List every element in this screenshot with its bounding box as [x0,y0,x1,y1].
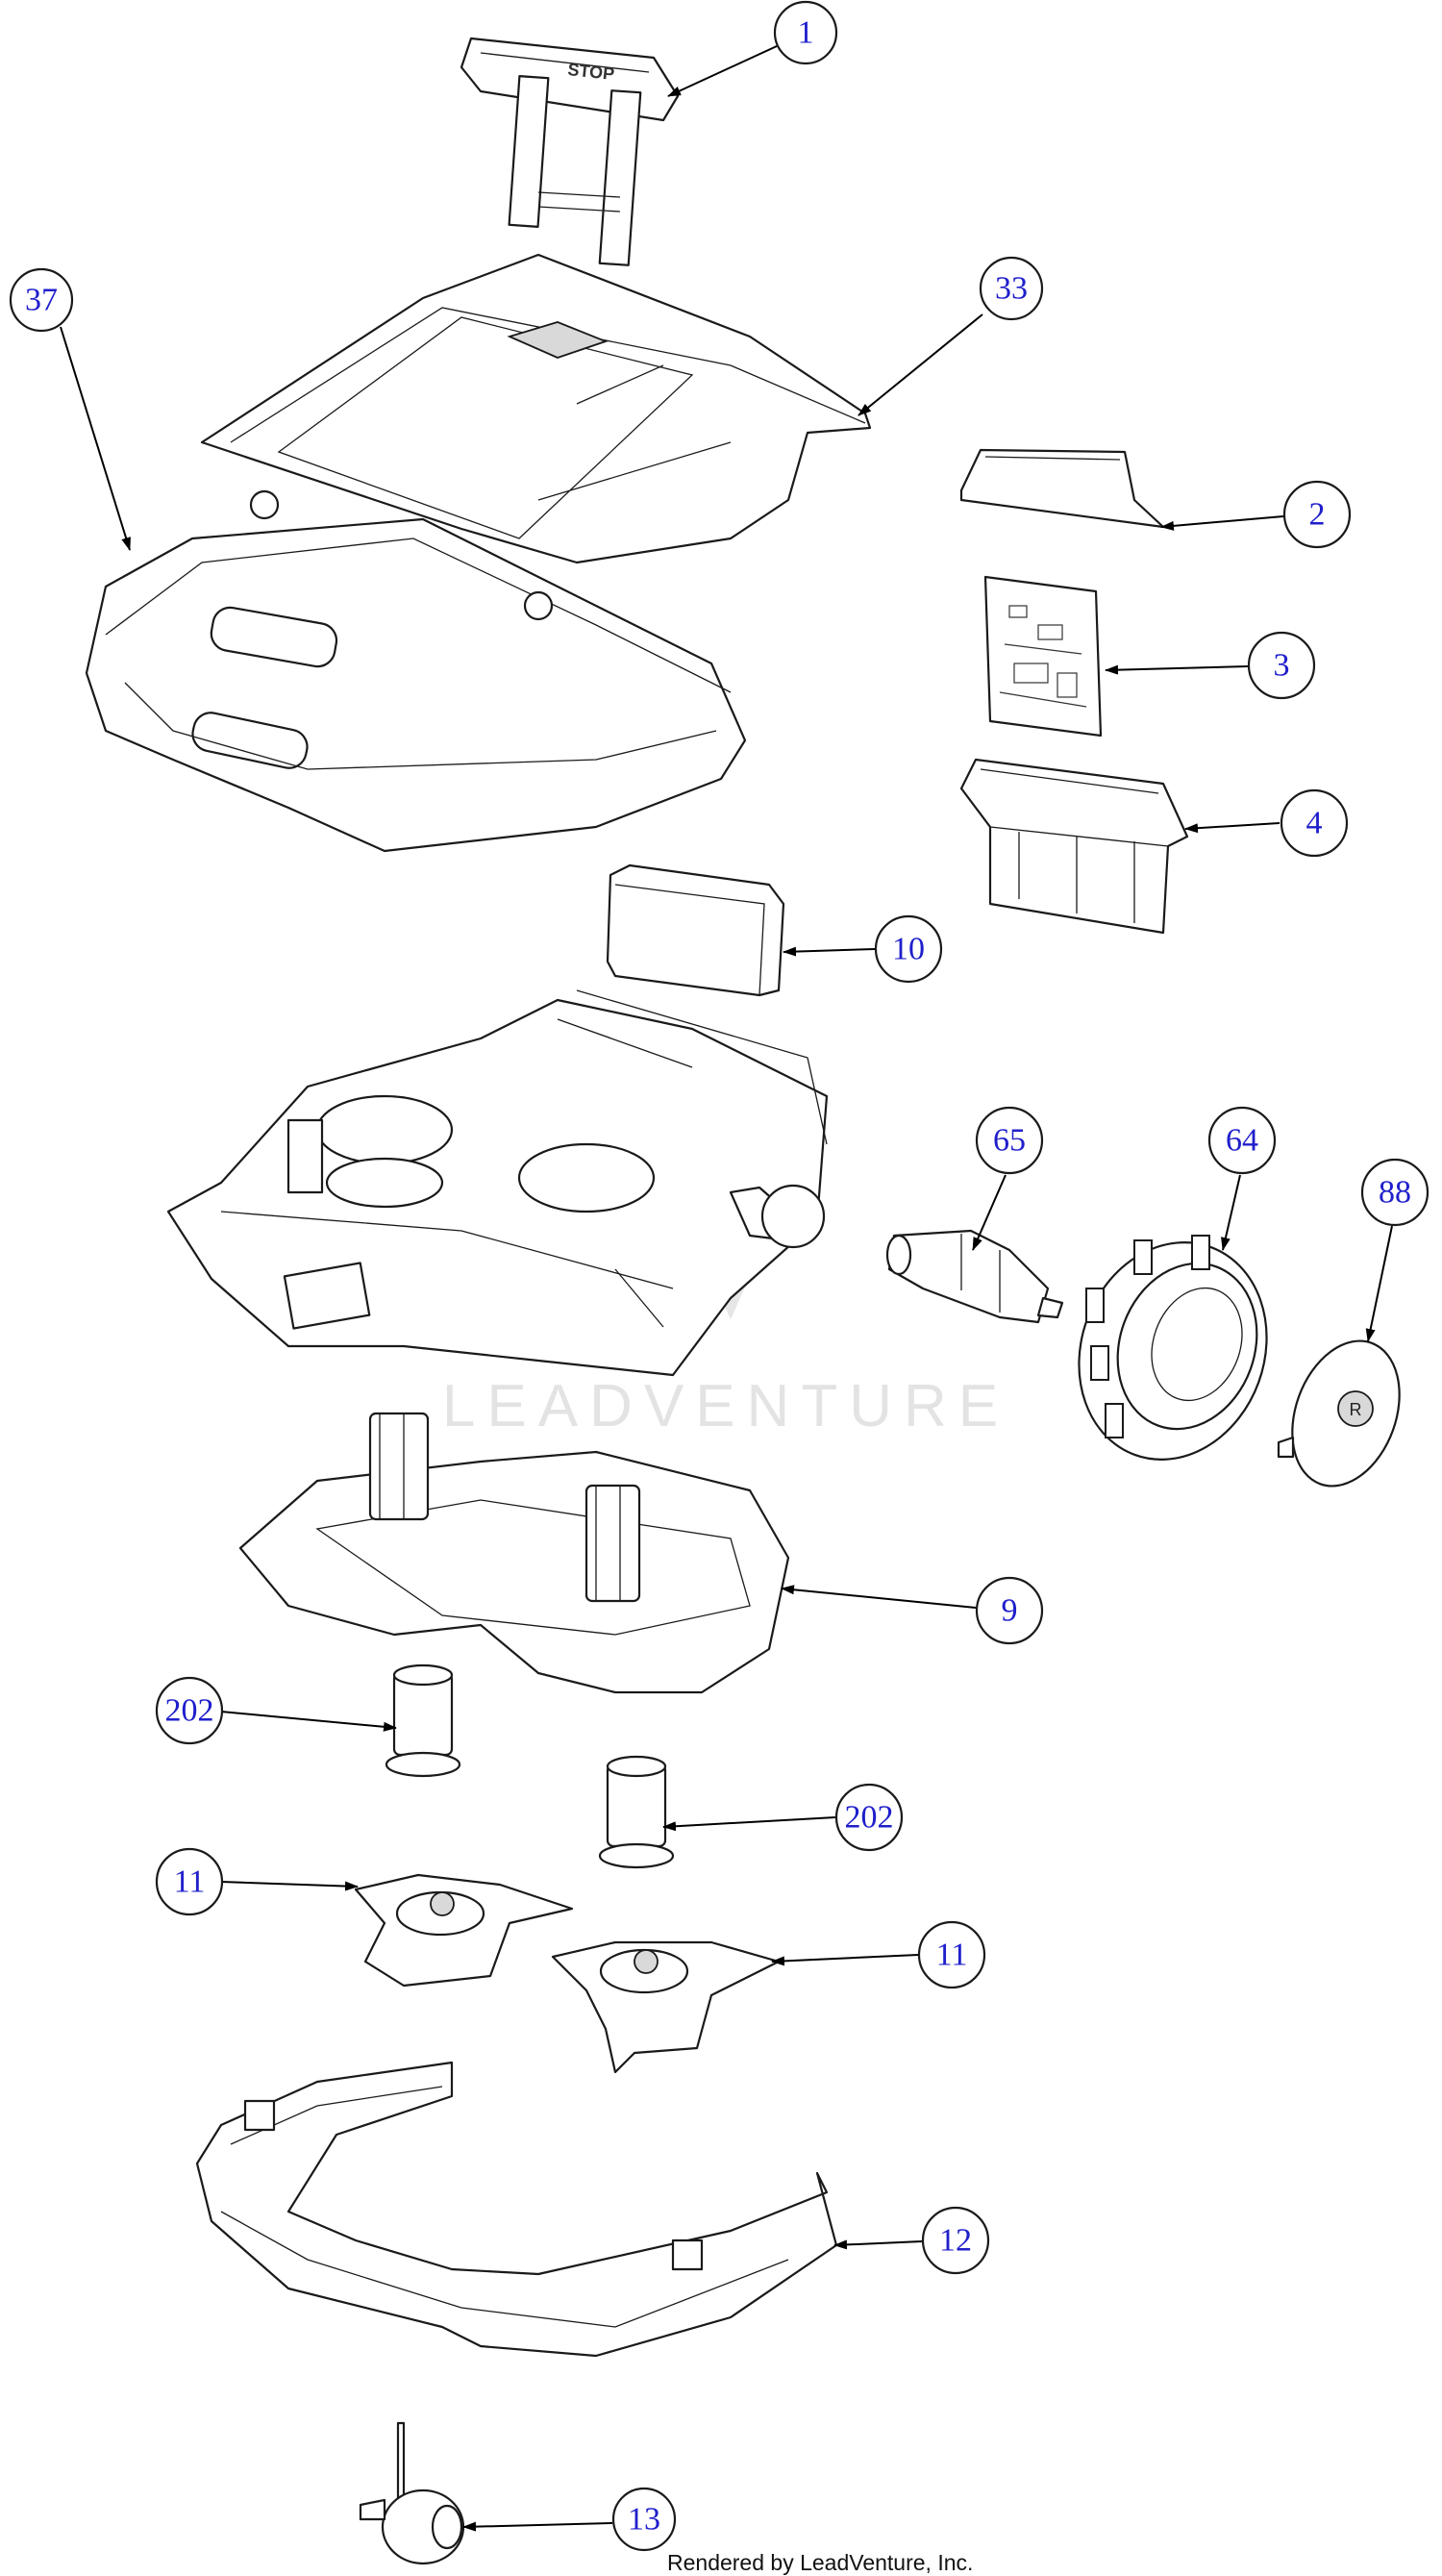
part-blade-disc-right [551,1940,781,2074]
part-wheel [1078,1235,1268,1461]
svg-text:3: 3 [1274,648,1290,684]
callout-33: 33 [979,256,1044,321]
callout-4: 4 [1280,788,1349,858]
part-body-shell [85,489,747,853]
part-chassis [166,989,829,1377]
callout-202-right: 202 [834,1783,904,1852]
watermark: LEADVENTURE [442,1218,1009,1439]
svg-text:11: 11 [174,1864,206,1900]
part-deck-plate [238,1412,790,1694]
footer-credit: Rendered by LeadVenture, Inc. [667,2550,974,2575]
callout-64: 64 [1207,1106,1277,1175]
callouts: 1 37 33 2 3 4 10 65 64 88 9 202 202 11 1… [9,0,1430,2552]
watermark-text: LEADVENTURE [442,1373,1009,1439]
callout-65: 65 [975,1106,1044,1175]
callout-9: 9 [975,1576,1044,1645]
svg-text:37: 37 [25,283,58,318]
svg-text:33: 33 [995,271,1028,307]
svg-text:10: 10 [892,932,925,967]
leader-lines [60,45,1393,2532]
part-housing-box [959,758,1189,935]
svg-text:88: 88 [1379,1175,1411,1211]
svg-text:202: 202 [845,1800,894,1836]
svg-text:4: 4 [1306,806,1323,841]
part-blade-motor-right [598,1755,675,1869]
part-circuit-board [983,575,1103,738]
callout-3: 3 [1247,631,1316,700]
part-battery [606,863,785,997]
part-bumper [195,2061,838,2358]
svg-text:64: 64 [1226,1123,1258,1159]
callout-12: 12 [921,2206,990,2275]
part-handle: STOP [460,37,680,266]
svg-text:2: 2 [1309,497,1326,533]
svg-text:1: 1 [798,15,814,51]
svg-text:R: R [1350,1400,1362,1419]
part-blade-disc-left [354,1873,574,1988]
callout-11-right: 11 [917,1920,986,1989]
callout-10: 10 [874,914,943,984]
svg-text:9: 9 [1002,1593,1018,1629]
callout-1: 1 [773,0,838,65]
callout-2: 2 [1282,480,1352,549]
callout-11-left: 11 [155,1847,224,1916]
callout-13: 13 [611,2487,677,2552]
callout-88: 88 [1360,1158,1430,1227]
part-drive-motor [885,1229,1064,1324]
svg-text:11: 11 [936,1938,968,1973]
part-top-cover [200,253,872,564]
svg-text:202: 202 [165,1693,214,1729]
callout-202-left: 202 [155,1676,224,1745]
part-hub-cap: R [1277,1339,1401,1488]
svg-text:12: 12 [939,2223,972,2259]
part-blade-motor-left [385,1663,461,1778]
part-display-cover [959,448,1165,529]
svg-text:13: 13 [628,2502,660,2538]
callout-37: 37 [9,267,74,333]
svg-text:65: 65 [993,1123,1026,1159]
part-caster-wheel [359,2421,465,2565]
